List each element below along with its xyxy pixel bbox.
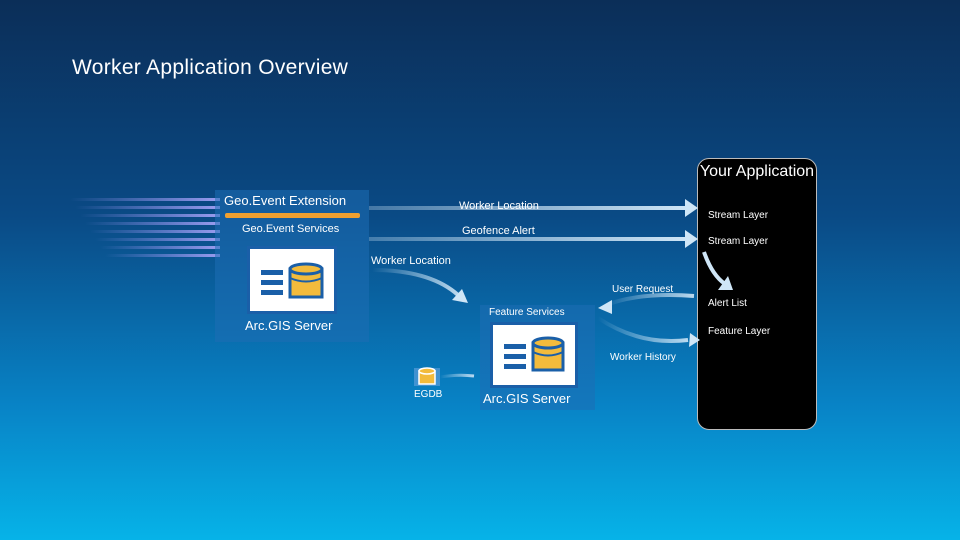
- worker-location-arrow: [369, 199, 698, 217]
- app-layer-stream-2: Stream Layer: [708, 236, 769, 247]
- app-layer-feature: Feature Layer: [708, 326, 771, 337]
- user-request-label: User Request: [612, 284, 674, 295]
- geoevent-server-label: Arc.GIS Server: [245, 318, 333, 333]
- worker-location-down-label: Worker Location: [371, 255, 451, 267]
- app-title: Your Application: [699, 163, 815, 180]
- geoevent-heading: Geo.Event Extension: [224, 193, 347, 208]
- arcgis-server-card: [490, 322, 578, 388]
- app-layer-stream-1: Stream Layer: [708, 210, 769, 221]
- geofence-alert-label: Geofence Alert: [462, 225, 535, 237]
- egdb-link-arrow: [439, 373, 475, 379]
- worker-location-down-arrow: [371, 268, 468, 303]
- geoevent-server-card: [247, 246, 337, 314]
- geofence-alert-arrow: [369, 230, 698, 248]
- app-layer-alert-list: Alert List: [708, 298, 747, 309]
- feature-services-label: Feature Services: [489, 307, 565, 318]
- worker-location-label: Worker Location: [459, 200, 539, 212]
- server-database-icon: [504, 336, 565, 372]
- database-icon: [418, 367, 436, 385]
- page-title: Worker Application Overview: [72, 56, 349, 79]
- alert-list-arrow: [702, 251, 733, 290]
- arcgis-server-label: Arc.GIS Server: [483, 391, 571, 406]
- server-database-icon: [261, 262, 324, 299]
- geoevent-accent-bar: [225, 213, 360, 218]
- worker-history-label: Worker History: [610, 352, 676, 363]
- geoevent-services-label: Geo.Event Services: [242, 223, 340, 235]
- worker-history-arrow: [596, 316, 700, 347]
- your-application-panel: Your Application: [697, 158, 817, 430]
- egdb-label: EGDB: [414, 389, 443, 400]
- user-request-arrow: [598, 293, 695, 314]
